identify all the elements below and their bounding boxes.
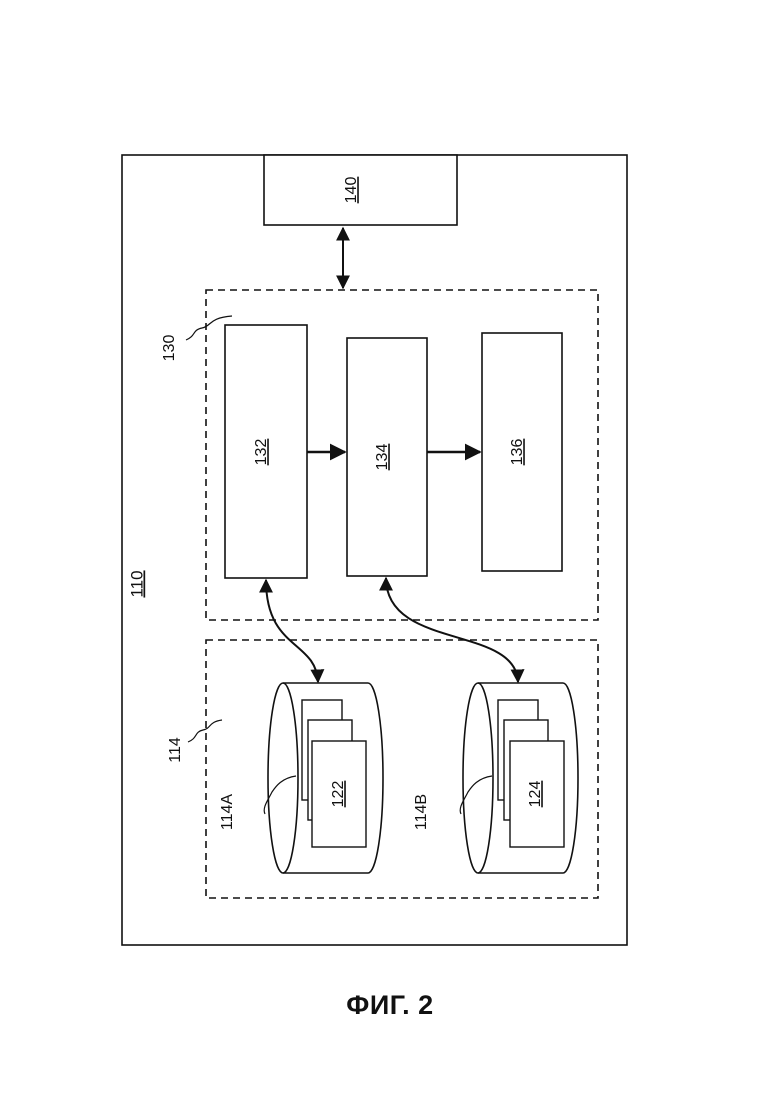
- records-b-label: 124: [527, 781, 544, 808]
- system-label: 110: [127, 570, 146, 597]
- storage-group-ref: 114: [167, 737, 184, 763]
- connector-second-module-database-b: [386, 578, 518, 682]
- interface-block-label: 140: [343, 177, 360, 204]
- database-b-leader: [460, 776, 492, 814]
- records-a-label: 122: [330, 781, 347, 808]
- module-second-label: 134: [374, 444, 391, 471]
- connector-first-module-database-a: [266, 580, 318, 682]
- figure-caption: ФИГ. 2: [0, 990, 780, 1021]
- processing-group-ref: 130: [161, 335, 178, 362]
- interface-block: [264, 155, 457, 225]
- database-b-ref: 114B: [413, 794, 430, 830]
- database-a-ref: 114A: [219, 794, 236, 831]
- storage-group-leader: [188, 720, 222, 742]
- database-b: [463, 683, 578, 873]
- module-first-label: 132: [253, 439, 270, 466]
- database-a: [268, 683, 383, 873]
- module-third-label: 136: [509, 439, 526, 466]
